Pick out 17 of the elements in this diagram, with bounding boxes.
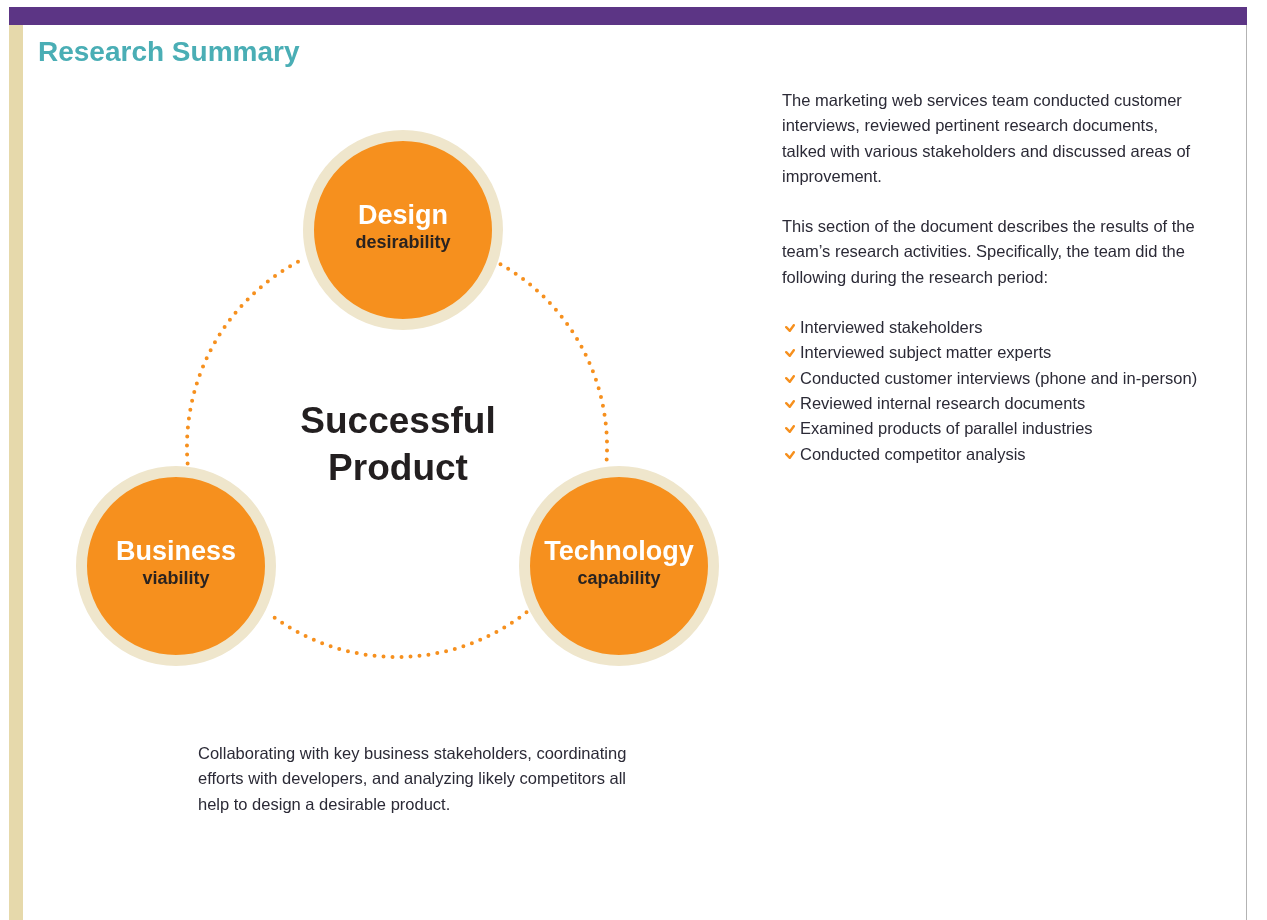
list-item-text: Examined products of parallel industries (800, 418, 1094, 439)
paragraph-text: Collaborating with key business stakeholders, coordinating efforts with developers, and analyzing likely competitors all help to design a desirable product. (198, 743, 628, 815)
center-label: Successful Product (299, 399, 497, 490)
node-subtitle: capability (577, 566, 661, 589)
node-subtitle: viability (142, 566, 210, 589)
node-subtitle: desirability (355, 230, 451, 253)
list-item-text: Conducted customer interviews (phone and in-person) (800, 368, 1199, 389)
node-title: Design (358, 199, 448, 231)
node-title: Business (115, 535, 237, 567)
list-item-text: Interviewed stakeholders (800, 317, 984, 338)
paragraph-text: The marketing web services team conducted customer interviews, reviewed pertinent research documents, talked with various stakeholders and discussed areas of improvement. (782, 90, 1192, 187)
page-title: Research Summary (38, 36, 300, 68)
node-title: Technology (544, 535, 694, 567)
list-item-text: Reviewed internal research documents (800, 393, 1087, 414)
list-item-text: Conducted competitor analysis (800, 444, 1027, 465)
paragraph-text: This section of the document describes the results of the team’s research activities. Specifically, the team did the following during the research period: (782, 216, 1196, 288)
list-item-text: Interviewed subject matter experts (800, 342, 1053, 363)
